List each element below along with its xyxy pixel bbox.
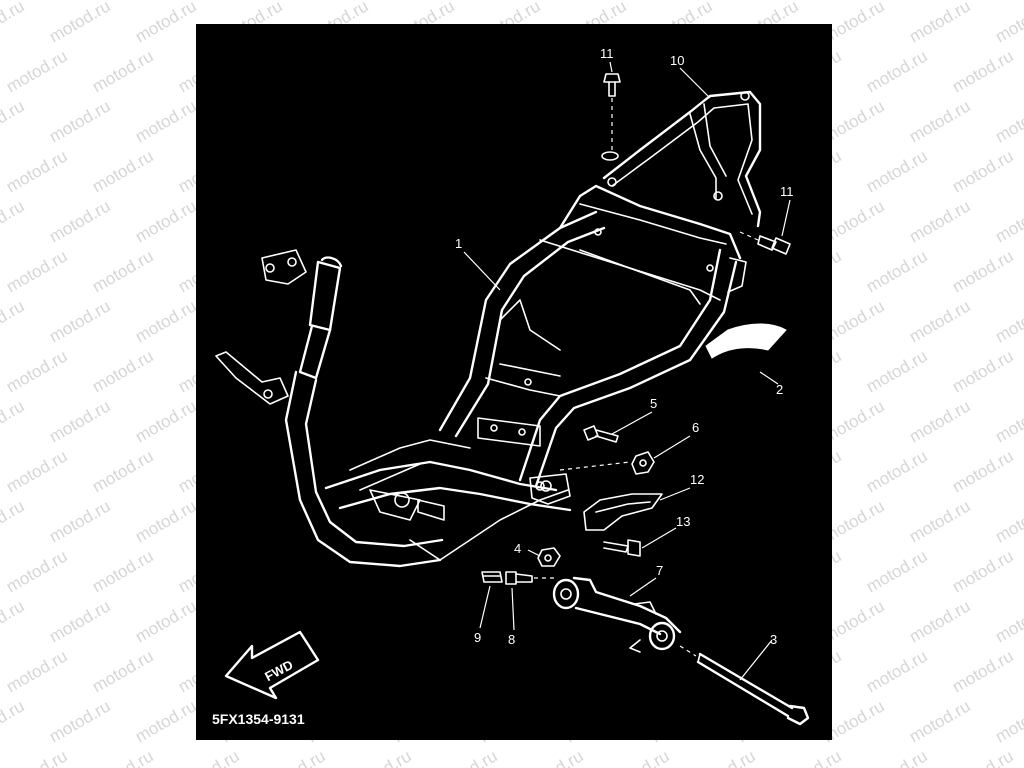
callout-10: 10	[670, 53, 684, 68]
callout-8: 8	[508, 632, 515, 647]
collar-9	[481, 571, 503, 583]
nut-6	[559, 451, 655, 475]
pivot-shaft	[679, 645, 810, 726]
bolt-11-right	[739, 231, 791, 255]
main-stand	[552, 576, 682, 653]
leader-lines	[463, 61, 791, 681]
main-frame	[215, 184, 747, 568]
callout-11-right: 11	[780, 184, 794, 199]
nut-4	[537, 547, 561, 567]
callout-4: 4	[514, 541, 521, 556]
bolt-5	[583, 425, 619, 443]
stay-12	[583, 493, 663, 531]
cover	[705, 323, 787, 359]
callout-6: 6	[692, 420, 699, 435]
callout-13: 13	[676, 514, 690, 529]
callout-12: 12	[690, 472, 704, 487]
callout-1: 1	[455, 236, 462, 251]
bolt-11-top	[601, 73, 621, 161]
callout-11-top: 11	[600, 46, 614, 61]
fwd-arrow-icon: FWD	[224, 630, 320, 700]
grab-bar	[602, 90, 762, 228]
callout-2: 2	[776, 382, 783, 397]
callout-9: 9	[474, 630, 481, 645]
bolt-8	[505, 571, 556, 585]
callout-5: 5	[650, 396, 657, 411]
diagram-code: 5FX1354-9131	[212, 711, 305, 727]
bolt-13	[603, 539, 641, 557]
callout-3: 3	[770, 632, 777, 647]
fwd-label: FWD	[262, 657, 295, 684]
callout-7: 7	[656, 563, 663, 578]
